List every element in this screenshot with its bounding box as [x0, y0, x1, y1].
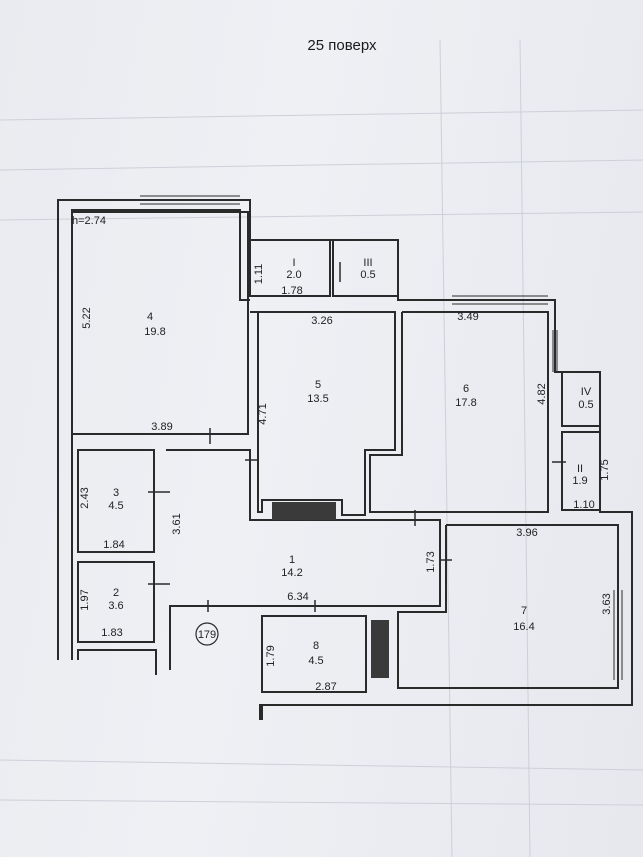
- ventilation-shafts: [272, 502, 389, 678]
- dim-4-82: 4.82: [536, 383, 548, 404]
- dim-3-89: 3.89: [151, 421, 172, 433]
- room-8-area: 4.5: [308, 655, 323, 667]
- room-labels: 4 19.8 5 13.5 6 17.8 3 4.5 2 3.6 1 14.2 …: [108, 257, 593, 667]
- balcony-IV-area: 0.5: [578, 399, 593, 411]
- marker-circle: [195, 622, 219, 646]
- room-4-number: 4: [147, 311, 153, 323]
- dim-3-61: 3.61: [171, 513, 183, 534]
- room-6-area: 17.8: [455, 397, 476, 409]
- room-7-number: 7: [521, 605, 527, 617]
- room-2-number: 2: [113, 587, 119, 599]
- dim-1-97: 1.97: [79, 589, 91, 610]
- dim-4-71: 4.71: [257, 403, 269, 424]
- ceiling-height-label: h=2.74: [72, 215, 106, 227]
- room-1-number: 1: [289, 554, 295, 566]
- marker-label: 179: [198, 629, 216, 641]
- dim-1-83: 1.83: [101, 627, 122, 639]
- balcony-II-area: 1.9: [572, 475, 587, 487]
- dim-2-87: 2.87: [315, 681, 336, 693]
- dim-1-79: 1.79: [265, 645, 277, 666]
- dim-3-26: 3.26: [311, 315, 332, 327]
- dim-1-75: 1.75: [599, 459, 611, 480]
- room-7-area: 16.4: [513, 621, 534, 633]
- dimension-labels: 5.22 3.89 1.11 1.78 3.26 4.71 3.49 4.82 …: [79, 264, 613, 693]
- balcony-III-number: III: [363, 257, 372, 269]
- balcony-II-number: II: [577, 463, 583, 475]
- dim-5-22: 5.22: [81, 307, 93, 328]
- room-3-number: 3: [113, 487, 119, 499]
- room-2-area: 3.6: [108, 600, 123, 612]
- dim-3-49: 3.49: [457, 311, 478, 323]
- room-6-number: 6: [463, 383, 469, 395]
- doors: [148, 262, 566, 612]
- balcony-I-area: 2.0: [286, 269, 301, 281]
- room-5-area: 13.5: [307, 393, 328, 405]
- room-3-area: 4.5: [108, 500, 123, 512]
- dim-1-73: 1.73: [425, 551, 437, 572]
- dim-2-43: 2.43: [79, 487, 91, 508]
- balcony-III-area: 0.5: [360, 269, 375, 281]
- dim-1-11: 1.11: [253, 264, 265, 285]
- dim-1-10: 1.10: [573, 499, 594, 511]
- balcony-IV-number: IV: [581, 386, 592, 398]
- walls: [57, 199, 633, 720]
- room-4-area: 19.8: [144, 326, 165, 338]
- page-title: 25 поверх: [307, 37, 377, 54]
- dim-1-84: 1.84: [103, 539, 124, 551]
- dim-6-34: 6.34: [287, 591, 308, 603]
- ruled-lines: [0, 39, 643, 857]
- dim-3-96: 3.96: [516, 527, 537, 539]
- room-8-number: 8: [313, 640, 319, 652]
- room-5-number: 5: [315, 379, 321, 391]
- dim-1-78: 1.78: [281, 285, 302, 297]
- balcony-I-number: I: [292, 257, 295, 269]
- dim-3-63: 3.63: [601, 593, 613, 614]
- windows: [140, 195, 623, 680]
- room-1-area: 14.2: [281, 567, 302, 579]
